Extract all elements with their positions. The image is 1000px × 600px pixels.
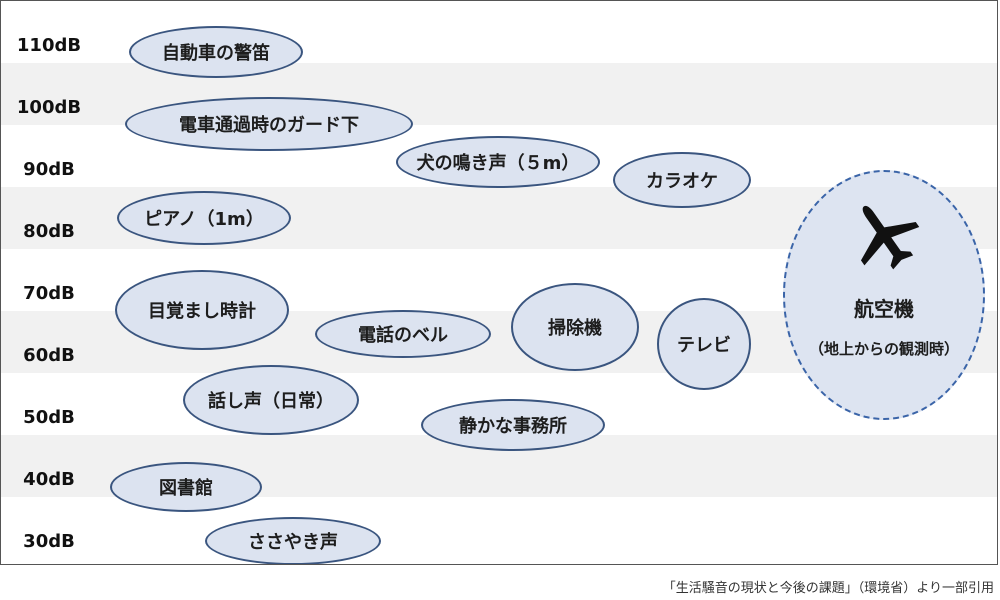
airplane-sublabel: （地上からの観測時） — [808, 340, 959, 358]
sound-bubble-quiet-office: 静かな事務所 — [421, 399, 605, 451]
sound-bubble-whisper: ささやき声 — [205, 517, 381, 564]
sound-bubble-airplane: 航空機 （地上からの観測時） — [783, 170, 985, 420]
level-label-100: 100dB — [16, 97, 82, 118]
sound-bubble-library: 図書館 — [110, 462, 262, 512]
level-label-70: 70dB — [23, 283, 75, 304]
airplane-icon — [860, 205, 920, 270]
sound-bubble-tv: テレビ — [657, 298, 751, 390]
level-label-110: 110dB — [16, 35, 82, 56]
level-label-80: 80dB — [23, 221, 75, 242]
sound-bubble-car-horn: 自動車の警笛 — [129, 26, 303, 78]
sound-bubble-karaoke: カラオケ — [613, 152, 751, 208]
noise-level-diagram: 110dB 100dB 90dB 80dB 70dB 60dB 50dB 40d… — [0, 0, 998, 565]
sound-bubble-train-underpass: 電車通過時のガード下 — [125, 97, 413, 151]
sound-bubble-conversation: 話し声（日常） — [183, 365, 359, 435]
source-citation: 「生活騒音の現状と今後の課題」（環境省）より一部引用 — [662, 581, 994, 596]
level-label-30: 30dB — [23, 531, 75, 552]
sound-bubble-phone-bell: 電話のベル — [315, 310, 491, 358]
sound-bubble-alarm-clock: 目覚まし時計 — [115, 270, 289, 350]
airplane-label: 航空機 — [854, 297, 914, 321]
level-label-60: 60dB — [23, 345, 75, 366]
level-label-40: 40dB — [23, 469, 75, 490]
level-label-50: 50dB — [23, 407, 75, 428]
level-label-90: 90dB — [23, 159, 75, 180]
sound-bubble-vacuum: 掃除機 — [511, 283, 639, 371]
sound-bubble-dog-bark: 犬の鳴き声（５m） — [396, 136, 600, 188]
sound-bubble-piano: ピアノ（1m） — [117, 191, 291, 245]
